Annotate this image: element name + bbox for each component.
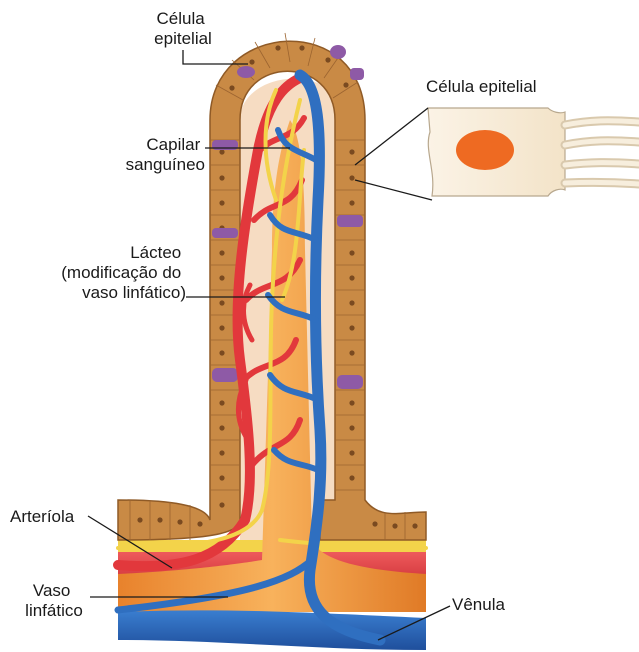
label-celula-epitelial-zoom: Célula epitelial bbox=[426, 77, 537, 96]
leader-zoom-top bbox=[355, 108, 428, 165]
label-celula-epitelial-top: Célula epitelial bbox=[154, 9, 212, 48]
label-capilar-sanguineo: Capilar sanguíneo bbox=[126, 135, 205, 174]
label-arteriola: Arteríola bbox=[10, 507, 75, 526]
label-vaso-linfatico: Vaso linfático bbox=[25, 581, 83, 620]
label-venula: Vênula bbox=[452, 595, 505, 614]
leader-zoom-bottom bbox=[355, 180, 432, 200]
epithelial-cell-zoom bbox=[428, 108, 639, 196]
microvilli bbox=[565, 121, 639, 184]
cell-nucleus bbox=[456, 130, 514, 170]
label-lacteo: Lácteo (modificação do vaso linfático) bbox=[61, 243, 186, 302]
